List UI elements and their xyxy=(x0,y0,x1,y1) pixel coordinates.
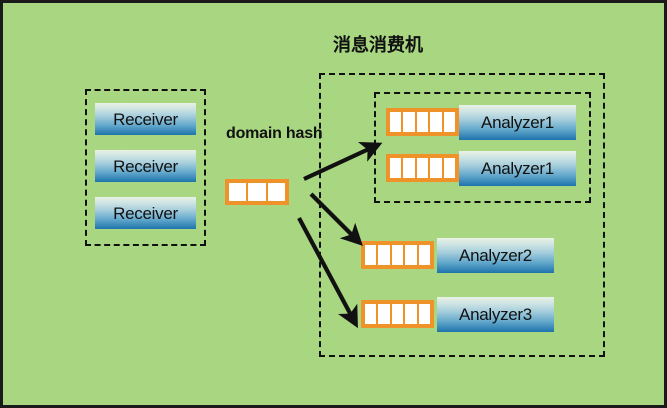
queue-cell xyxy=(418,304,431,324)
queue-cell xyxy=(378,304,390,324)
queue-cell xyxy=(403,112,415,132)
queue-cell xyxy=(391,245,404,265)
queue-cell xyxy=(443,158,456,178)
queue-cell xyxy=(365,304,377,324)
page-title: 消息消费机 xyxy=(333,35,423,56)
analyzer1-node-bottom[interactable]: Analyzer1 xyxy=(459,151,576,186)
domain-hash-queue xyxy=(225,179,289,205)
queue-cell xyxy=(416,112,429,132)
analyzer1-node-top[interactable]: Analyzer1 xyxy=(459,105,576,140)
analyzer1-queue-bottom xyxy=(386,154,459,182)
queue-cell xyxy=(430,112,442,132)
analyzer3-node[interactable]: Analyzer3 xyxy=(437,297,554,332)
receiver-node-3[interactable]: Receiver xyxy=(95,197,196,229)
analyzer1-queue-top xyxy=(386,108,459,136)
receiver-node-1[interactable]: Receiver xyxy=(95,103,196,135)
analyzer3-queue xyxy=(361,300,434,328)
queue-cell xyxy=(248,183,266,201)
domain-hash-label: domain hash xyxy=(226,125,323,142)
receiver-group-container xyxy=(85,89,206,246)
queue-cell xyxy=(418,245,431,265)
queue-cell xyxy=(365,245,377,265)
queue-cell xyxy=(390,112,402,132)
queue-cell xyxy=(229,183,247,201)
queue-cell xyxy=(430,158,442,178)
queue-cell xyxy=(390,158,402,178)
queue-cell xyxy=(416,158,429,178)
queue-cell xyxy=(403,158,415,178)
queue-cell xyxy=(391,304,404,324)
queue-cell xyxy=(443,112,456,132)
queue-cell xyxy=(405,304,417,324)
receiver-node-2[interactable]: Receiver xyxy=(95,150,196,182)
queue-cell xyxy=(267,183,285,201)
queue-cell xyxy=(405,245,417,265)
queue-cell xyxy=(378,245,390,265)
analyzer2-node[interactable]: Analyzer2 xyxy=(437,238,554,273)
analyzer2-queue xyxy=(361,241,434,269)
